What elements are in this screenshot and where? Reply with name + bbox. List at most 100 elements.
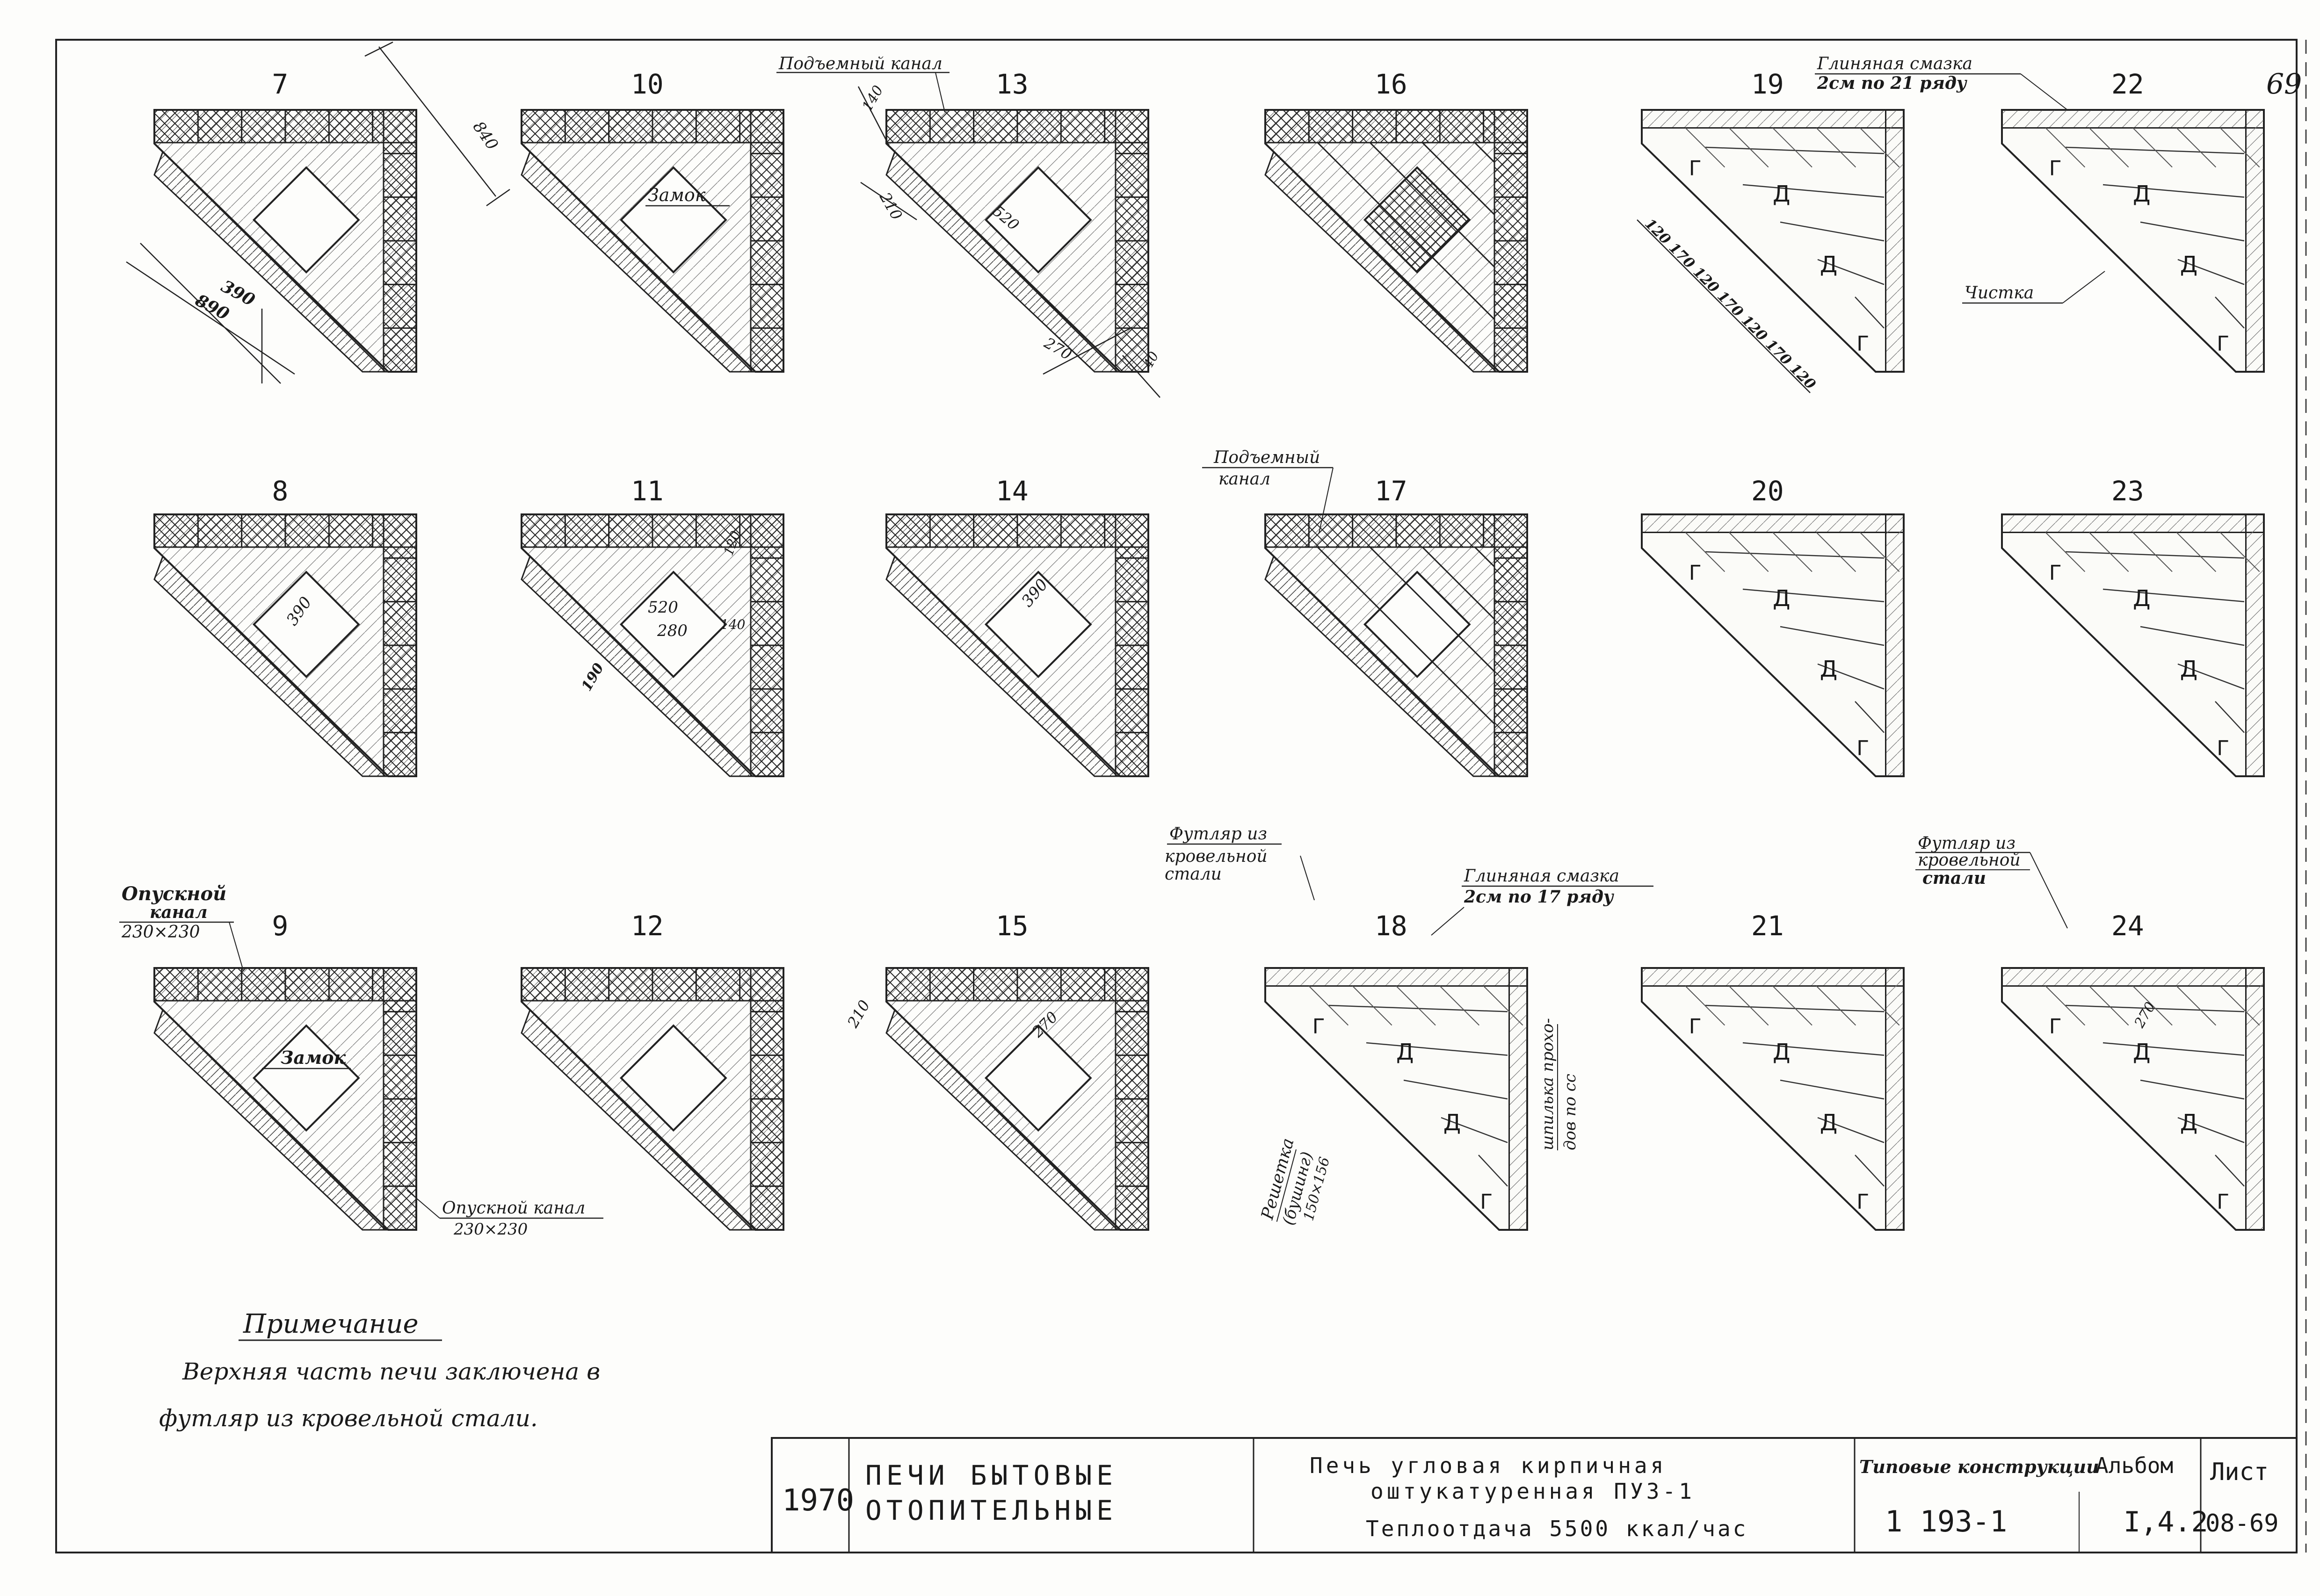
annotation-glinyanaya-smazka-19: Глиняная смазка (1817, 54, 1972, 73)
cell-letter-g: Г (2049, 1015, 2062, 1039)
title-album-label: Альбом (2095, 1453, 2173, 1478)
annotation-podemny-kanal-17-a: Подъемный (1213, 448, 1320, 467)
plan-label: 23 (2111, 475, 2144, 507)
plan-23: Г Д Д Г 23 (2001, 475, 2265, 777)
plan-label: 24 (2111, 910, 2144, 942)
annotation-futlyar-18-b: кровельной (1165, 847, 1268, 866)
cell-letter-g: Г (1689, 1015, 1702, 1039)
plan-12: 12 (521, 910, 784, 1231)
cell-letter-d: Д (2180, 656, 2198, 682)
annotation-futlyar-18-a: Футляр из (1169, 824, 1267, 844)
title-sheet-label: Лист (2210, 1458, 2269, 1486)
plan-label: 8 (272, 475, 288, 507)
annotation-chistka-22: Чистка (1965, 283, 2034, 303)
cell-letter-d: Д (2133, 585, 2151, 612)
leader-line (406, 1190, 440, 1219)
dim-140-13: 140 (859, 83, 887, 114)
cell-letter-g: Г (1480, 1190, 1493, 1214)
cell-letter-d: Д (2133, 1039, 2151, 1065)
dim-840: 840 (469, 118, 502, 153)
title-sheet-code: 08-69 (2205, 1509, 2279, 1538)
cell-letter-d: Д (2133, 181, 2151, 207)
title-name-a: Печь угловая кирпичная (1310, 1453, 1667, 1478)
annotation-futlyar-24-c: стали (1922, 868, 1986, 888)
leader-line (2030, 852, 2068, 929)
title-series-label: Типовые конструкции (1859, 1456, 2099, 1477)
plan-label: 11 (631, 475, 664, 507)
plan-7: 7 (153, 68, 417, 373)
note-line-2: футляр из кровельной стали. (159, 1405, 538, 1432)
note-title: Примечание (243, 1309, 419, 1339)
title-category-a: ПЕЧИ БЫТОВЫЕ (865, 1459, 1117, 1491)
plan-label: 14 (996, 475, 1029, 507)
cell-letter-g: Г (1856, 1190, 1869, 1214)
annotation-futlyar-24-b: кровельной (1918, 851, 2021, 870)
dim-210-13: 210 (876, 189, 906, 223)
title-category-b: ОТОПИТЕЛЬНЫЕ (865, 1495, 1117, 1526)
annotation-podemny-kanal-17-b: канал (1218, 469, 1270, 489)
cell-letter-g: Г (1689, 561, 1702, 585)
sheet-number: 69 (2266, 68, 2302, 101)
plan-label: 21 (1751, 910, 1784, 942)
leader-line (229, 922, 244, 971)
cell-letter-d: Д (1396, 1039, 1414, 1065)
leader-line (1300, 855, 1315, 901)
cell-letter-g: Г (1856, 737, 1869, 760)
annotation-opusknoy-9-bottom-a: Опускной канал (442, 1199, 585, 1218)
cell-letter-d: Д (1443, 1110, 1461, 1136)
dim-520-11: 520 (648, 598, 678, 617)
cell-letter-d: Д (2180, 1110, 2198, 1136)
annotation-shpilka-b: дов по сс (1561, 1074, 1580, 1150)
cell-letter-g: Г (2049, 561, 2062, 585)
plan-label: 18 (1375, 910, 1407, 942)
annotation-opusknoy-9-b: канал (150, 903, 208, 922)
cell-letter-d: Д (2180, 252, 2198, 278)
cell-letter-g: Г (1312, 1015, 1325, 1039)
annotation-glinyanaya-smazka-18-b: 2см по 17 ряду (1464, 887, 1614, 907)
leader-line (1276, 1149, 1297, 1222)
plan-9: 9 (153, 910, 417, 1231)
cell-letter-d: Д (1820, 252, 1838, 278)
cell-letter-d: Д (1773, 585, 1791, 612)
plan-16: 16 (1264, 68, 1528, 373)
plan-14: 14 (885, 475, 1149, 777)
plan-label: 13 (996, 68, 1029, 100)
cell-letter-g: Г (2049, 157, 2062, 181)
leader-line (2062, 271, 2105, 303)
dimension-lines (126, 41, 1811, 398)
cell-letter-d: Д (1773, 181, 1791, 207)
plan-13: 13 (885, 68, 1149, 373)
note-line-1: Верхняя часть печи заключена в (182, 1358, 600, 1385)
plan-label: 17 (1375, 475, 1407, 507)
cell-letter-d: Д (1773, 1039, 1791, 1065)
title-year: 1970 (782, 1483, 854, 1518)
annotations: Подъемный канал Глиняная смазка 2см по 2… (119, 54, 2105, 1239)
plan-label: 16 (1375, 68, 1407, 100)
annotation-opusknoy-9-a: Опускной (122, 883, 226, 905)
annotation-zamok-9: Замок (281, 1047, 346, 1068)
title-block: 1970 ПЕЧИ БЫТОВЫЕ ОТОПИТЕЛЬНЫЕ Печь угло… (771, 1437, 2298, 1553)
plan-8: 8 (153, 475, 417, 777)
annotation-futlyar-24-a: Футляр из (1918, 834, 2015, 853)
plan-11: 11 (521, 475, 784, 777)
annotation-opusknoy-9-c: 230×230 (121, 923, 200, 942)
title-album-number: I,4.2 (2124, 1506, 2208, 1538)
annotation-shpilka-a: шпилька прохо- (1538, 1018, 1557, 1150)
plan-15: 15 (885, 910, 1149, 1231)
cell-letter-g: Г (1856, 332, 1869, 356)
plan-label: 7 (272, 68, 288, 100)
annotation-futlyar-18-c: стали (1165, 865, 1222, 884)
annotation-glinyanaya-smazka-18-a: Глиняная смазка (1464, 867, 1619, 886)
annotation-podemny-kanal-top: Подъемный канал (778, 54, 942, 73)
dim-280-11: 280 (657, 621, 688, 640)
plan-18: Г Д Д Г 18 (1264, 910, 1528, 1231)
cell-letter-g: Г (2217, 332, 2229, 356)
dim-190-11: 190 (579, 660, 608, 694)
cell-letter-g: Г (2217, 737, 2229, 760)
